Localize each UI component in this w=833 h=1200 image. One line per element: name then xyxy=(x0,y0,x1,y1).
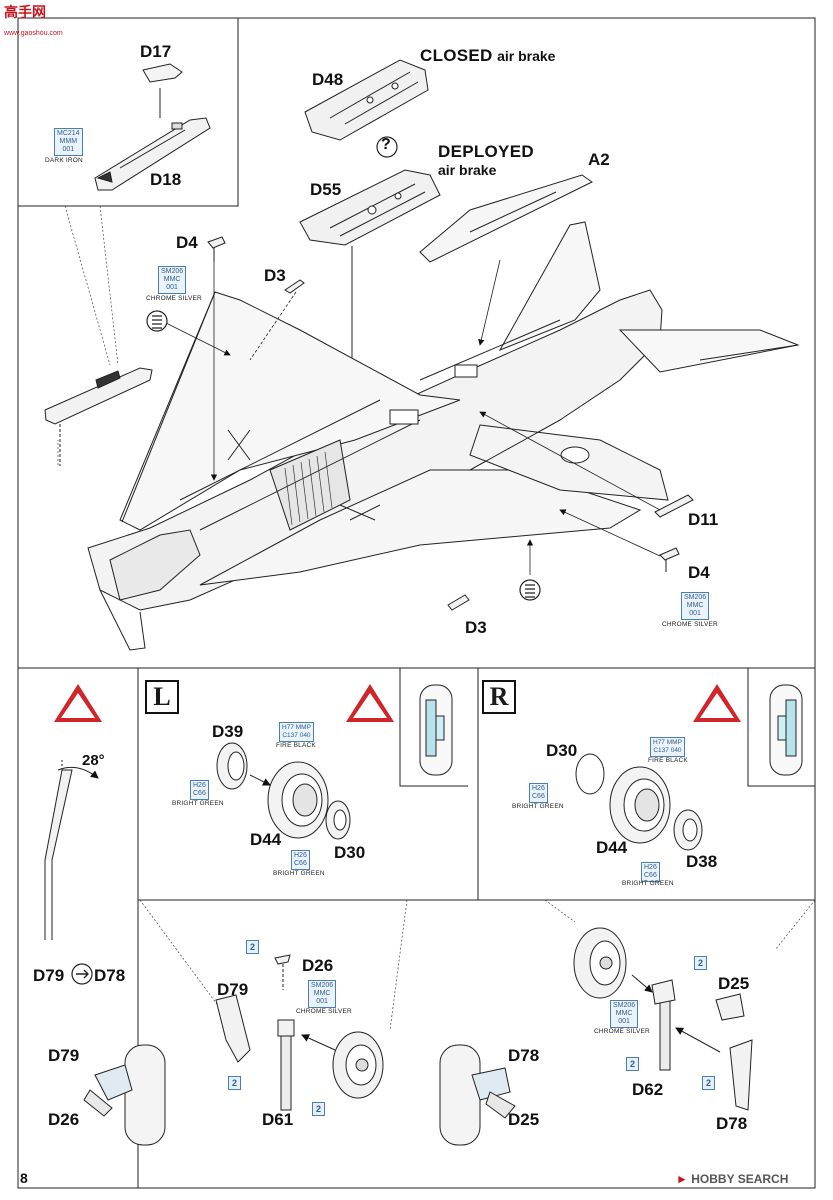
fuselage-drawing xyxy=(87,221,800,651)
angle-detail-drawing xyxy=(44,760,99,940)
closed-air-brake-heading: CLOSED air brake xyxy=(420,46,556,65)
label-l-d39: D39 xyxy=(212,722,244,741)
right-landing-leg xyxy=(573,927,753,1111)
qty-badge-right-2: 2 xyxy=(626,1057,639,1071)
detail-right-wheel xyxy=(439,1044,516,1146)
label-d55: D55 xyxy=(310,180,342,199)
paint-chip-fire-black-right: H77 MMP C137 040 xyxy=(650,737,685,757)
label-d11: D11 xyxy=(688,510,719,529)
qty-badge-right-1: 2 xyxy=(694,956,707,970)
paint-name-green-right-b: BRIGHT GREEN xyxy=(622,880,674,887)
label-d3-top: D3 xyxy=(264,266,286,285)
flip-arrow-icon xyxy=(76,969,89,979)
label-d4-top: D4 xyxy=(176,233,198,252)
label-d3-bottom: D3 xyxy=(465,618,487,637)
label-leg-d78: D78 xyxy=(716,1114,748,1133)
label-a2: A2 xyxy=(588,150,610,169)
label-leg-d62: D62 xyxy=(632,1080,664,1099)
glue-symbol xyxy=(146,310,541,601)
d11-part-drawing xyxy=(654,494,694,518)
qty-badge-left-3: 2 xyxy=(312,1102,325,1116)
hobby-search-logo: ► HOBBY SEARCH xyxy=(676,1172,789,1186)
deployed-air-brake-heading: DEPLOYED air brake xyxy=(438,142,534,178)
d17-part-drawing xyxy=(142,63,183,118)
a2-fin-drawing xyxy=(419,174,593,263)
label-detail-d26: D26 xyxy=(48,1110,80,1129)
label-d78-flip: D78 xyxy=(94,966,126,985)
d18-part-drawing xyxy=(94,117,211,191)
wheel-orientation-icons xyxy=(419,684,803,776)
label-detail-d78: D78 xyxy=(508,1046,540,1065)
d48-closed-air-brake xyxy=(304,59,429,141)
label-r-d30: D30 xyxy=(546,741,578,760)
hobby-search-mark-icon: ► xyxy=(676,1172,688,1186)
paint-name-chrome-top: CHROME SILVER xyxy=(146,295,202,302)
paint-name-dark-iron: DARK IRON xyxy=(45,157,83,164)
d4-parts xyxy=(207,236,680,572)
page-number: 8 xyxy=(20,1170,28,1186)
label-d17: D17 xyxy=(140,42,172,61)
warning-icons xyxy=(54,684,741,722)
label-detail-d79: D79 xyxy=(48,1046,80,1065)
label-d48: D48 xyxy=(312,70,344,89)
label-l-d44: D44 xyxy=(250,830,282,849)
right-side-badge: R xyxy=(482,680,516,714)
paint-name-fire-black-left: FIRE BLACK xyxy=(276,742,316,749)
angle-label: 28° xyxy=(82,752,105,769)
detail-left-wheel xyxy=(83,1044,166,1146)
inset-leader-lines xyxy=(57,205,816,1031)
left-wheel-exploded xyxy=(216,742,351,840)
label-d79-flip: D79 xyxy=(33,966,65,985)
qty-badge-left-1: 2 xyxy=(246,940,259,954)
right-wheel-exploded xyxy=(575,753,703,851)
d55-deployed-air-brake xyxy=(299,169,441,246)
label-d4-bottom: D4 xyxy=(688,563,710,582)
left-landing-leg xyxy=(215,954,384,1111)
watermark-logo: 高手网 www.gaoshou.com xyxy=(4,4,63,37)
d18-installed-drawing xyxy=(44,367,153,466)
label-r-d44: D44 xyxy=(596,838,628,857)
assembly-guide-lines xyxy=(159,259,661,575)
label-leg-d79: D79 xyxy=(217,980,249,999)
label-detail-d25: D25 xyxy=(508,1110,540,1129)
paint-name-green-left-b: BRIGHT GREEN xyxy=(273,870,325,877)
label-r-d38: D38 xyxy=(686,852,718,871)
paint-chip-fire-black-left: H77 MMP C137 040 xyxy=(279,722,314,742)
label-d18: D18 xyxy=(150,170,182,189)
paint-name-green-right-a: BRIGHT GREEN xyxy=(512,803,564,810)
paint-name-chrome-right: CHROME SILVER xyxy=(662,621,718,628)
question-circle xyxy=(376,136,398,158)
d3-small-parts xyxy=(284,279,470,611)
question-mark: ? xyxy=(381,136,391,153)
label-l-d30: D30 xyxy=(334,843,366,862)
qty-badge-right-3: 2 xyxy=(702,1076,715,1090)
paint-name-green-left-a: BRIGHT GREEN xyxy=(172,800,224,807)
paint-name-fire-black-right: FIRE BLACK xyxy=(648,757,688,764)
paint-name-chrome-right-leg: CHROME SILVER xyxy=(594,1028,650,1035)
label-leg-d25: D25 xyxy=(718,974,750,993)
label-leg-d61: D61 xyxy=(262,1110,294,1129)
qty-badge-left-2: 2 xyxy=(228,1076,241,1090)
paint-name-chrome-left-leg: CHROME SILVER xyxy=(296,1008,352,1015)
left-side-badge: L xyxy=(145,680,179,714)
label-leg-d26: D26 xyxy=(302,956,334,975)
